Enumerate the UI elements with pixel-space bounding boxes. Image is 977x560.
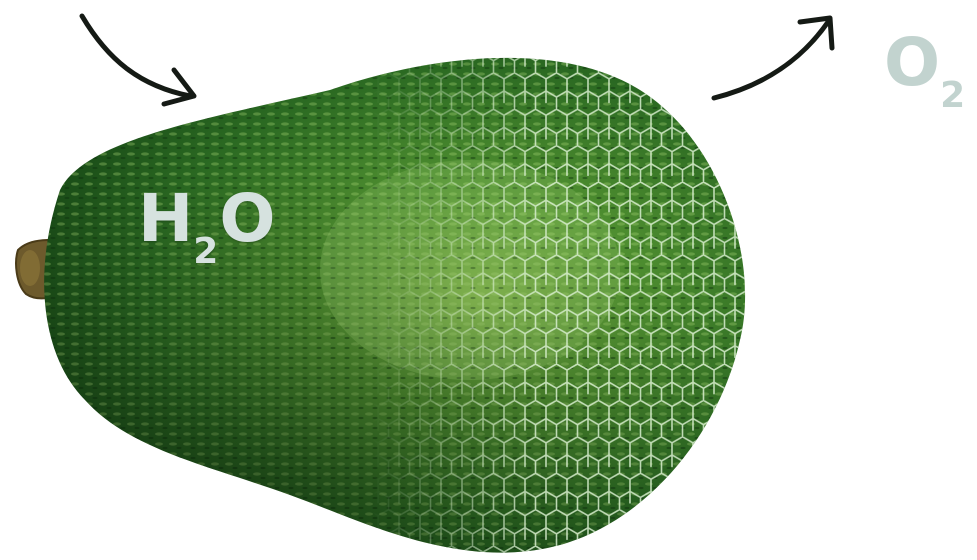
water-label: H2O [138,186,274,252]
oxygen-label: O2 [884,30,966,96]
oxygen-label-o: O [884,24,939,101]
water-label-subscript: 2 [193,231,218,272]
water-label-o: O [219,180,274,257]
oxygen-label-subscript: 2 [940,75,965,116]
water-label-h: H [138,180,192,257]
inflow-arrow-icon [82,16,194,104]
outflow-arrow-icon [714,18,832,98]
